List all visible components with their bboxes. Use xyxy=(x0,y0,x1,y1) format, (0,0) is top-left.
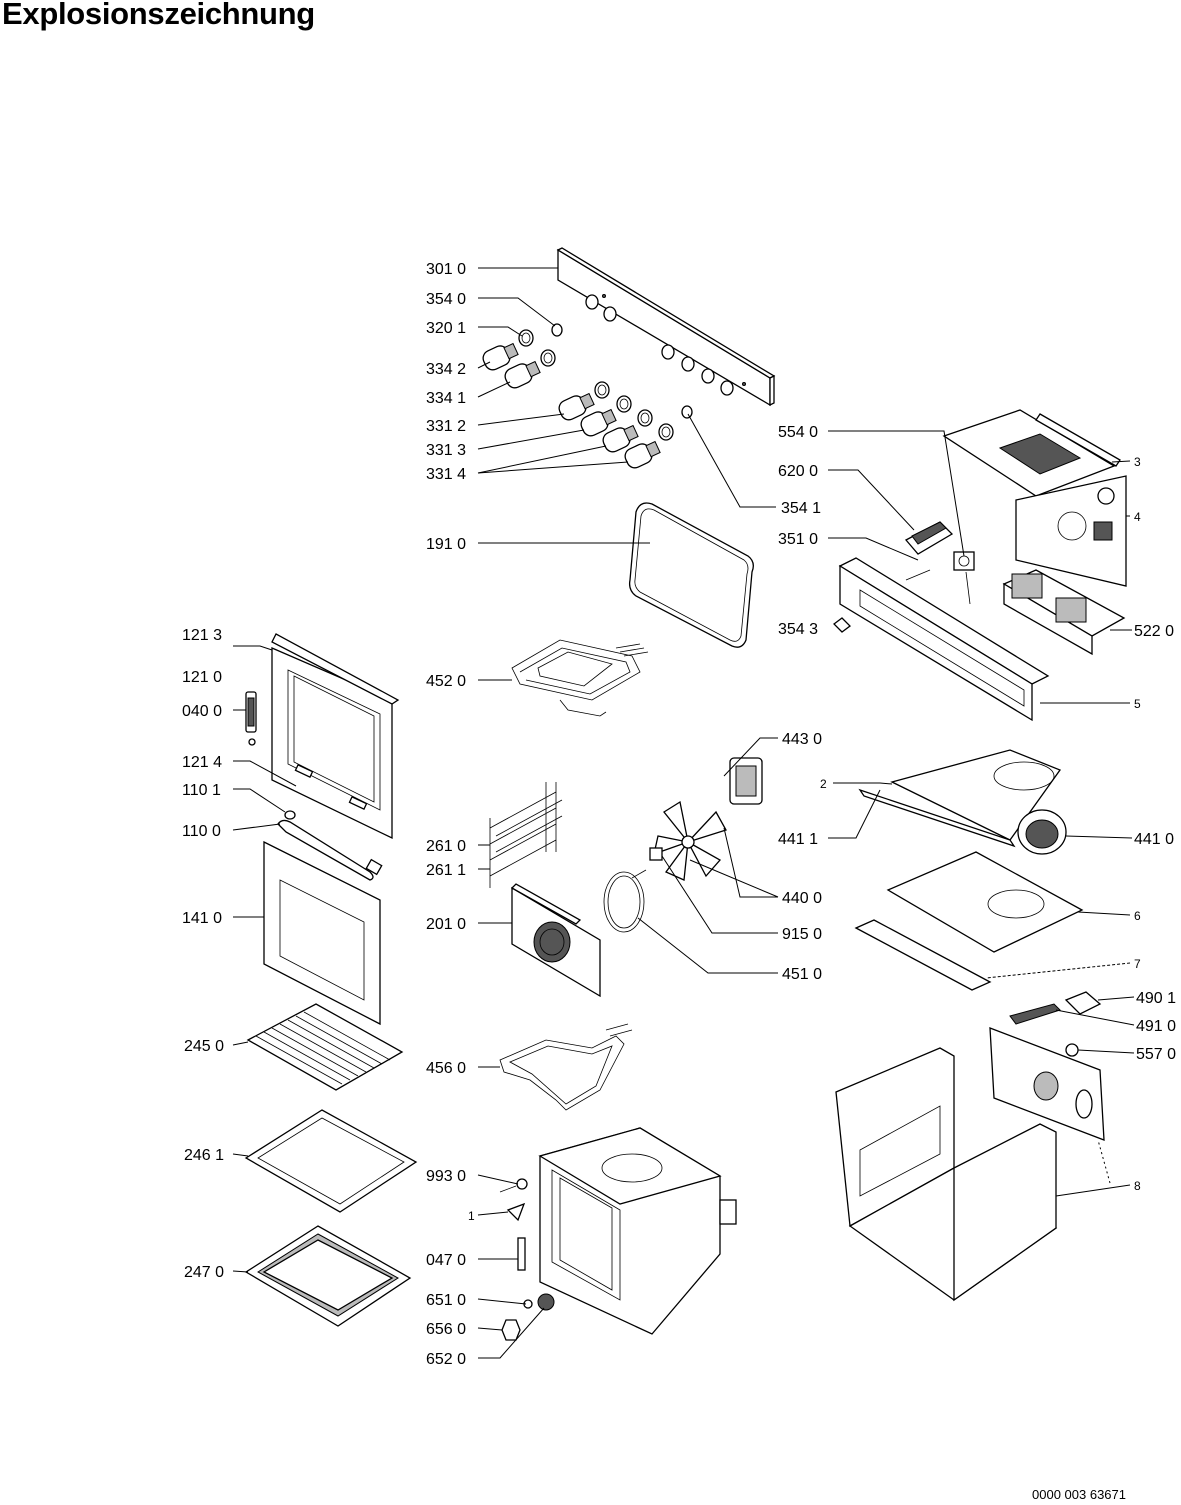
part-label: 354 0 xyxy=(426,291,466,308)
part-label: 331 2 xyxy=(426,418,466,435)
part-label: 320 1 xyxy=(426,320,466,337)
part-label: 8 xyxy=(1134,1179,1141,1193)
oven-cavity-part xyxy=(538,1127,737,1335)
shelf-support-rails-part xyxy=(489,782,563,888)
cavity-top-panel-part xyxy=(858,749,1067,855)
part-label: 522 0 xyxy=(1134,623,1174,640)
control-knobs-part xyxy=(482,342,661,469)
part-label: 141 0 xyxy=(182,910,222,927)
part-label: 452 0 xyxy=(426,673,466,690)
part-label: 451 0 xyxy=(782,966,822,983)
door-hinge-part xyxy=(245,691,257,746)
knob-rings-part xyxy=(518,323,693,441)
electrical-components-part xyxy=(1009,991,1102,1057)
part-label: 331 3 xyxy=(426,442,466,459)
part-label: 191 0 xyxy=(426,536,466,553)
part-label: 915 0 xyxy=(782,926,822,943)
door-clip-part xyxy=(277,810,383,881)
deep-tray-part xyxy=(244,1225,412,1327)
part-label: 2 xyxy=(820,777,827,791)
part-label: 121 3 xyxy=(182,627,222,644)
document-number: 0000 003 63671 xyxy=(1032,1487,1126,1502)
part-label: 334 2 xyxy=(426,361,466,378)
part-label: 993 0 xyxy=(426,1168,466,1185)
part-label: 5 xyxy=(1134,697,1141,711)
part-label: 4 xyxy=(1134,510,1141,524)
part-label: 440 0 xyxy=(782,890,822,907)
ring-heating-element-part xyxy=(603,869,647,933)
top-shield-part xyxy=(942,409,1127,587)
outer-door-glass-part xyxy=(263,840,381,1026)
terminal-block-part xyxy=(904,521,975,605)
control-frame-part xyxy=(833,557,1050,722)
part-label: 040 0 xyxy=(182,703,222,720)
part-label: 490 1 xyxy=(1136,990,1176,1007)
part-label: 047 0 xyxy=(426,1252,466,1269)
part-label: 351 0 xyxy=(778,531,818,548)
part-label: 620 0 xyxy=(778,463,818,480)
part-label: 354 1 xyxy=(781,500,821,517)
part-label: 6 xyxy=(1134,909,1141,923)
part-label: 245 0 xyxy=(184,1038,224,1055)
part-label: 3 xyxy=(1134,455,1141,469)
part-label: 7 xyxy=(1134,957,1141,971)
part-label: 261 0 xyxy=(426,838,466,855)
part-label: 656 0 xyxy=(426,1321,466,1338)
fan-cover-part xyxy=(510,883,601,998)
part-label: 301 0 xyxy=(426,261,466,278)
part-label: 443 0 xyxy=(782,731,822,748)
wire-shelf-part xyxy=(246,1003,404,1091)
part-label: 261 1 xyxy=(426,862,466,879)
part-label: 1 xyxy=(468,1209,475,1223)
part-label: 354 3 xyxy=(778,621,818,638)
page-title: Explosionszeichnung xyxy=(2,0,315,31)
part-label: 110 1 xyxy=(182,782,221,799)
part-label: 331 4 xyxy=(426,466,466,483)
outer-casing-part xyxy=(835,1027,1105,1302)
part-number-labels: 301 0 354 0 320 1 334 2 334 1 331 2 331 … xyxy=(182,261,1176,1368)
baking-tray-part xyxy=(244,1109,418,1213)
part-label: 652 0 xyxy=(426,1351,466,1368)
grill-heating-element-part xyxy=(511,639,649,717)
insulation-panel-part xyxy=(854,851,1084,991)
convection-fan-part xyxy=(649,757,763,881)
part-label: 110 0 xyxy=(182,823,221,840)
bottom-heating-element-part xyxy=(499,1023,633,1111)
control-panel-part xyxy=(556,247,776,407)
part-label: 441 0 xyxy=(1134,831,1174,848)
part-label: 651 0 xyxy=(426,1292,466,1309)
part-label: 121 4 xyxy=(182,754,222,771)
part-label: 554 0 xyxy=(778,424,818,441)
leader-lines xyxy=(232,267,1135,1359)
part-label: 456 0 xyxy=(426,1060,466,1077)
part-label: 121 0 xyxy=(182,669,222,686)
inner-door-frame-part xyxy=(271,633,400,840)
part-label: 246 1 xyxy=(184,1147,224,1164)
part-label: 334 1 xyxy=(426,390,466,407)
door-gasket-part xyxy=(628,502,754,648)
cooling-fan-module-part xyxy=(1002,569,1126,656)
part-label: 247 0 xyxy=(184,1264,224,1281)
part-label: 557 0 xyxy=(1136,1046,1176,1063)
part-label: 201 0 xyxy=(426,916,466,933)
part-label: 441 1 xyxy=(778,831,818,848)
part-label: 491 0 xyxy=(1136,1018,1176,1035)
